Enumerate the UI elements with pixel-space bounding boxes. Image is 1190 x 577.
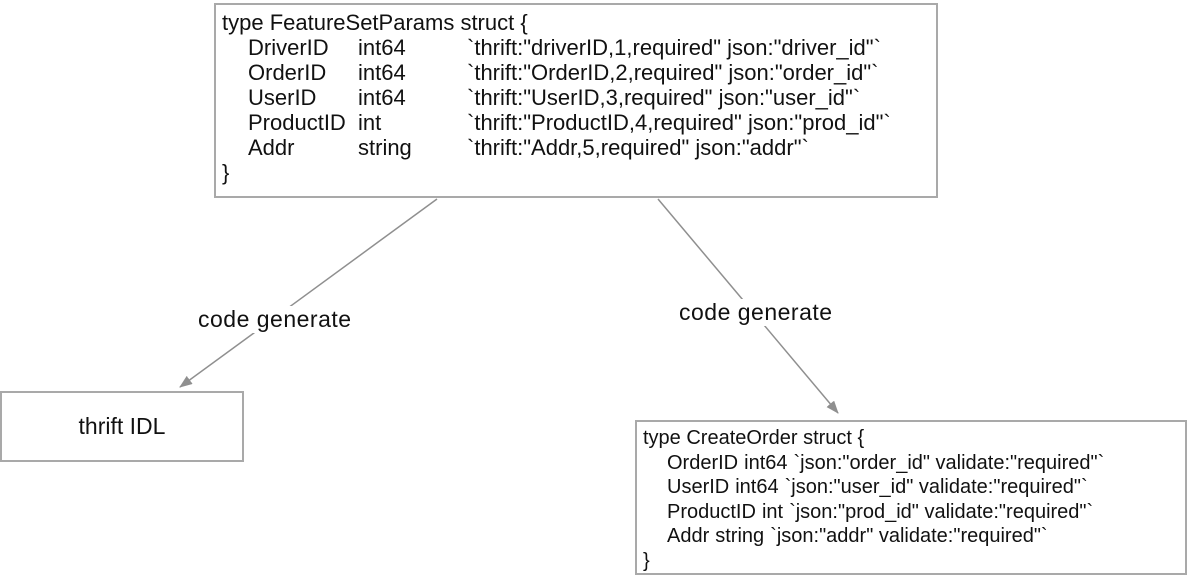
struct-field-row: UserID int64 `json:"user_id" validate:"r…: [667, 475, 1177, 500]
field-type: int64: [358, 85, 406, 110]
edge-to-thrift-idl: [179, 198, 438, 388]
edge-label-code-generate-right: code generate: [676, 299, 836, 326]
struct-footer: }: [222, 160, 230, 185]
field-name: Addr: [248, 135, 295, 160]
struct-field-row: Addr string `json:"addr" validate:"requi…: [667, 524, 1177, 549]
struct-field-row: OrderID int64 `thrift:"OrderID,2,require…: [248, 60, 928, 85]
field-type: string: [715, 525, 765, 547]
struct-header: type CreateOrder struct {: [643, 427, 865, 449]
field-tag: `json:"user_id" validate:"required"`: [784, 476, 1088, 498]
struct-field-row: ProductID int `json:"prod_id" validate:"…: [667, 500, 1177, 525]
struct-field-row: OrderID int64 `json:"order_id" validate:…: [667, 451, 1177, 476]
field-name: OrderID: [248, 60, 327, 85]
field-name: OrderID: [667, 451, 739, 474]
struct-field-row: UserID int64 `thrift:"UserID,3,required"…: [248, 85, 928, 110]
struct-field-row: DriverID int64 `thrift:"driverID,1,requi…: [248, 35, 928, 60]
field-tag: `thrift:"Addr,5,required" json:"addr"`: [467, 135, 809, 160]
field-type: int64: [358, 35, 406, 60]
field-type: int64: [735, 476, 779, 498]
struct-field-row: ProductID int `thrift:"ProductID,4,requi…: [248, 110, 928, 135]
source-struct-node: type FeatureSetParams struct { DriverID …: [214, 3, 938, 198]
field-name: ProductID: [248, 110, 346, 135]
field-type: int64: [358, 60, 406, 85]
field-type: int: [761, 500, 784, 523]
field-tag: `json:"addr" validate:"required"`: [770, 525, 1048, 547]
field-type: int64: [744, 451, 788, 474]
field-tag: `json:"order_id" validate:"required"`: [793, 451, 1105, 474]
struct-field-row: Addr string `thrift:"Addr,5,required" js…: [248, 135, 928, 160]
field-name: ProductID: [667, 500, 756, 523]
field-type: string: [358, 135, 412, 160]
field-type: int: [358, 110, 382, 135]
field-tag: `thrift:"ProductID,4,required" json:"pro…: [467, 110, 891, 135]
field-tag: `thrift:"driverID,1,required" json:"driv…: [467, 35, 881, 60]
struct-header: type FeatureSetParams struct {: [222, 10, 528, 35]
field-tag: `thrift:"OrderID,2,required" json:"order…: [467, 60, 879, 85]
field-name: DriverID: [248, 35, 329, 60]
field-name: UserID: [667, 476, 730, 498]
thrift-idl-node: thrift IDL: [0, 391, 244, 462]
thrift-idl-label: thrift IDL: [78, 413, 166, 439]
field-name: Addr: [667, 525, 710, 547]
struct-footer: }: [643, 549, 650, 572]
generated-struct-node: type CreateOrder struct { OrderID int64 …: [635, 420, 1187, 575]
field-tag: `json:"prod_id" validate:"required"`: [789, 500, 1094, 523]
field-name: UserID: [248, 85, 317, 110]
field-tag: `thrift:"UserID,3,required" json:"user_i…: [467, 85, 861, 110]
edge-label-code-generate-left: code generate: [195, 306, 355, 333]
